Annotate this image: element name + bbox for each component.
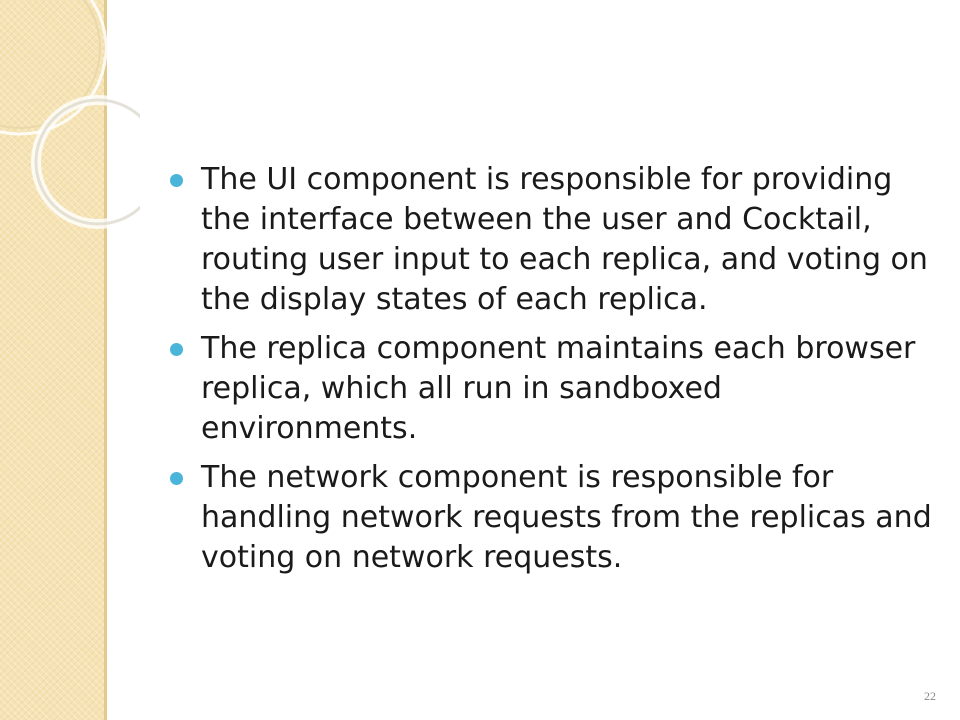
bullet-text: The replica component maintains each bro… bbox=[201, 331, 916, 446]
bullet-item-network-component: The network component is responsible for… bbox=[170, 458, 940, 578]
side-band-border bbox=[104, 0, 107, 720]
bullet-dot-icon bbox=[170, 343, 183, 356]
bullet-item-replica-component: The replica component maintains each bro… bbox=[170, 329, 940, 449]
page-number: 22 bbox=[924, 689, 936, 703]
bullet-text: The UI component is responsible for prov… bbox=[201, 162, 928, 317]
bullet-dot-icon bbox=[170, 472, 183, 485]
slide-content: The UI component is responsible for prov… bbox=[170, 160, 940, 587]
decorative-rings-icon bbox=[0, 0, 140, 229]
bullet-dot-icon bbox=[170, 174, 183, 187]
bullet-list: The UI component is responsible for prov… bbox=[170, 160, 940, 578]
bullet-text: The network component is responsible for… bbox=[201, 460, 932, 575]
bullet-item-ui-component: The UI component is responsible for prov… bbox=[170, 160, 940, 320]
